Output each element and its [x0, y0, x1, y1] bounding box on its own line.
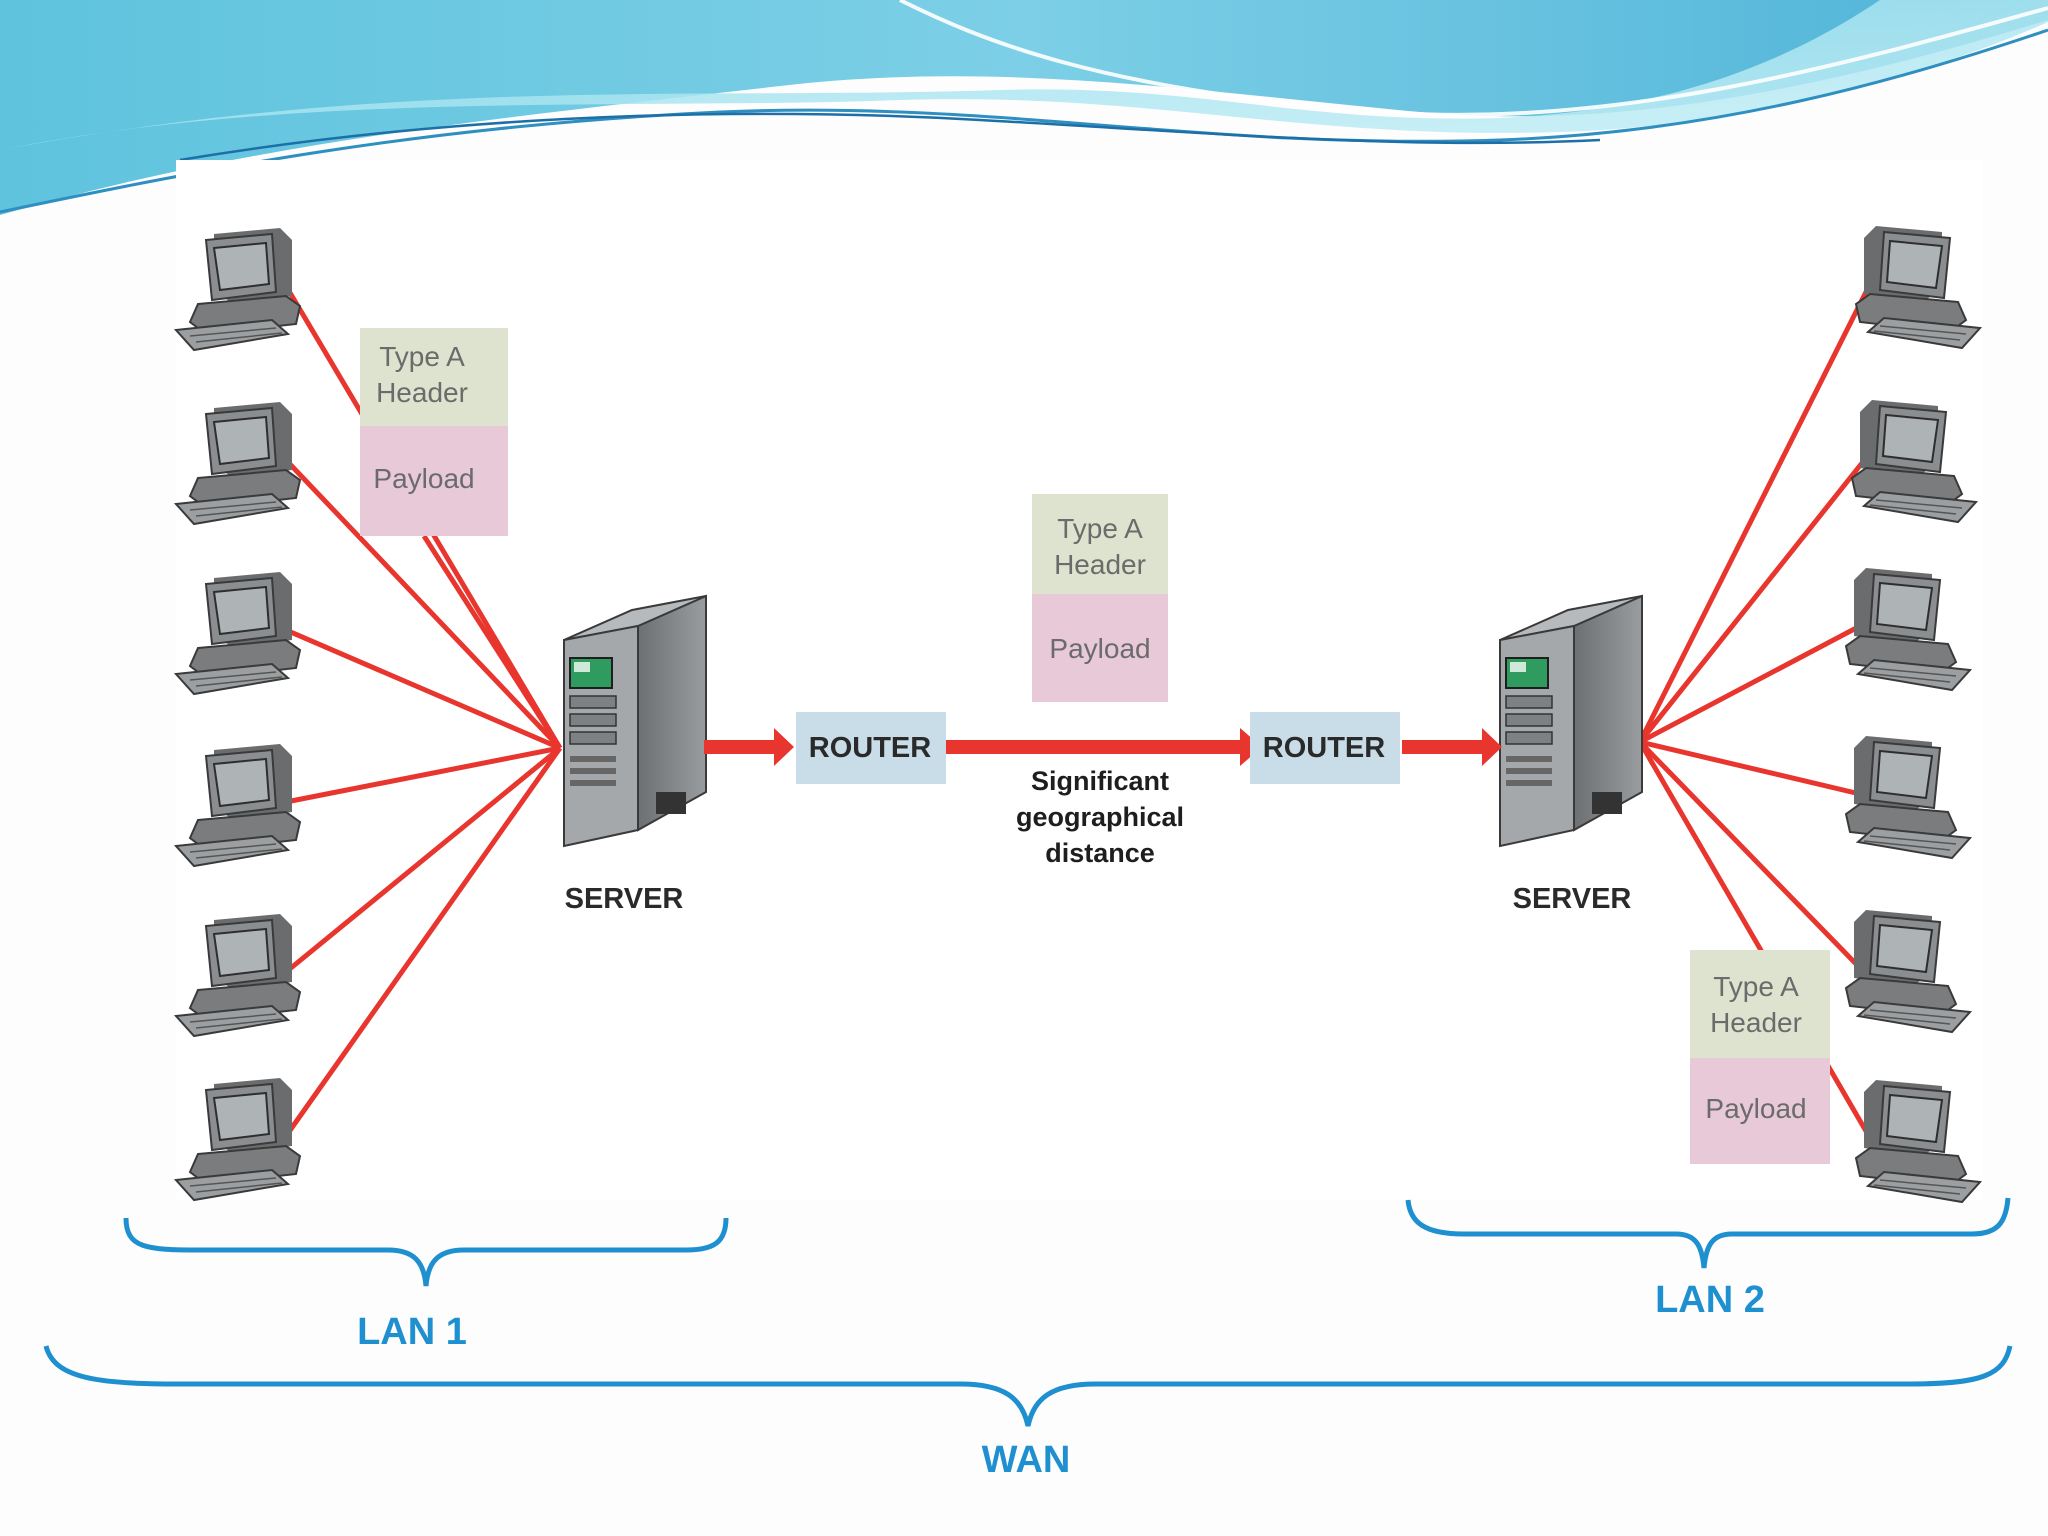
lan2-connection-lines: [1637, 282, 1873, 1140]
distance-label-line1: Significant: [1031, 766, 1169, 796]
distance-label-line2: geographical: [1016, 802, 1184, 832]
server-right-tower-server-icon: [1499, 595, 1643, 847]
lan1-link-2: [284, 458, 562, 750]
lan2-link-3: [1638, 623, 1862, 745]
right-packet-payload: Payload: [1705, 1093, 1806, 1124]
lan2-brace: [1405, 1197, 2011, 1269]
lan1-label: LAN 1: [357, 1311, 467, 1353]
router-right-label: ROUTER: [1263, 732, 1386, 764]
right-packet-header-line1: Type A: [1713, 971, 1799, 1002]
lan2-link-5: [1638, 740, 1862, 970]
router-left-label: ROUTER: [809, 732, 932, 764]
lan1-packet-link: [421, 534, 563, 750]
lan2-link-1: [1637, 282, 1873, 744]
left-packet-header-line1: Type A: [379, 341, 465, 372]
right-packet: Type A Header Payload: [1690, 950, 1830, 1164]
lan2-label: LAN 2: [1655, 1279, 1765, 1321]
right-packet-header-line2: Header: [1710, 1007, 1802, 1038]
server-left-label: SERVER: [565, 883, 684, 915]
middle-packet: Type A Header Payload: [1032, 494, 1168, 702]
distance-label-line3: distance: [1045, 838, 1155, 868]
header-wave-decoration: [0, 0, 2048, 215]
left-packet-header-line2: Header: [376, 377, 468, 408]
lan1-connection-lines: [283, 284, 563, 1138]
lan1-link-5: [284, 746, 562, 974]
lan1-brace: [123, 1217, 729, 1287]
lan1-link-6: [283, 746, 563, 1138]
lan1-link-3: [285, 627, 561, 751]
lan2-link-6: [1637, 740, 1873, 1140]
left-packet: Type A Header Payload: [360, 328, 508, 536]
router-right: ROUTER: [1250, 712, 1400, 784]
lan2-link-2: [1638, 456, 1868, 744]
lan2-link-4: [1639, 739, 1861, 797]
server-left-tower-server-icon: [563, 595, 707, 847]
middle-packet-payload: Payload: [1049, 633, 1150, 664]
middle-packet-header-line1: Type A: [1057, 513, 1143, 544]
wan-brace: [43, 1345, 2013, 1427]
router-left: ROUTER: [796, 712, 946, 784]
wan-label: WAN: [982, 1439, 1071, 1481]
left-packet-payload: Payload: [373, 463, 474, 494]
server-right-label: SERVER: [1513, 883, 1632, 915]
middle-packet-header-line2: Header: [1054, 549, 1146, 580]
lan1-link-4: [285, 745, 561, 805]
